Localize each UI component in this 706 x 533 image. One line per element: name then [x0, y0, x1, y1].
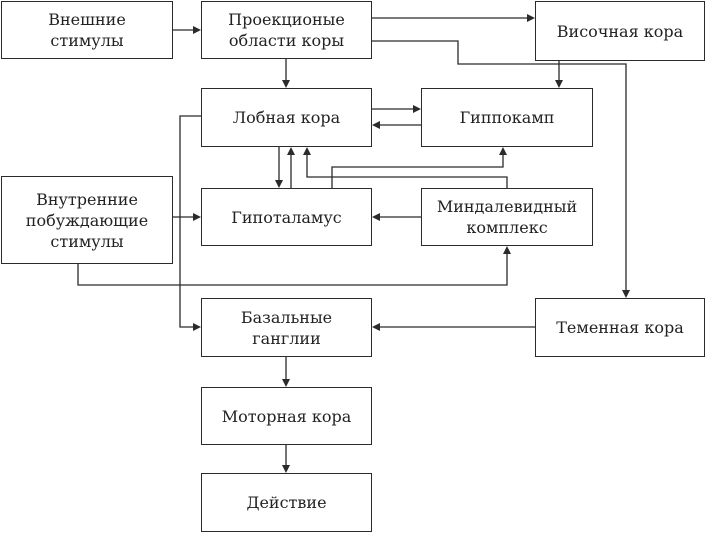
arrowhead: [275, 180, 283, 188]
node-motor-cortex: Моторная кора: [201, 387, 372, 445]
node-internal-stimuli: Внутренние побуждающие стимулы: [1, 176, 173, 264]
arrowhead: [372, 121, 380, 129]
edge-internal-to-amygdala: [77, 253, 508, 286]
arrowhead: [282, 80, 290, 88]
arrowhead: [193, 323, 201, 331]
arrowhead: [303, 147, 311, 155]
arrowhead: [372, 323, 380, 331]
node-action: Действие: [201, 473, 372, 532]
arrowhead: [287, 147, 295, 155]
edge-projection-to-parietal: [371, 40, 627, 291]
node-projection-areas: Проекционые области коры: [201, 1, 372, 59]
edge-frontal-to-basal: [179, 115, 201, 328]
node-temporal-cortex: Височная кора: [535, 1, 705, 61]
node-external-stimuli: Внешние стимулы: [1, 1, 173, 59]
edge-amygdala-to-frontal: [306, 154, 508, 188]
node-amygdala: Миндалевидный комплекс: [421, 188, 593, 246]
arrowhead: [372, 213, 380, 221]
arrowhead: [527, 14, 535, 22]
arrowhead: [555, 80, 563, 88]
node-frontal-cortex: Лобная кора: [201, 88, 372, 147]
arrowhead: [622, 290, 630, 298]
arrowhead: [193, 26, 201, 34]
edge-hypothalamus-to-hippocampus: [331, 154, 504, 188]
arrowhead: [282, 379, 290, 387]
arrowhead: [193, 213, 201, 221]
arrowhead: [413, 105, 421, 113]
node-hypothalamus: Гипоталамус: [201, 188, 372, 246]
node-parietal-cortex: Теменная кора: [535, 298, 705, 357]
arrowhead: [503, 246, 511, 254]
arrowhead: [499, 147, 507, 155]
node-hippocampus: Гиппокамп: [421, 88, 593, 147]
node-basal-ganglia: Базальные ганглии: [201, 298, 372, 357]
arrowhead: [282, 465, 290, 473]
